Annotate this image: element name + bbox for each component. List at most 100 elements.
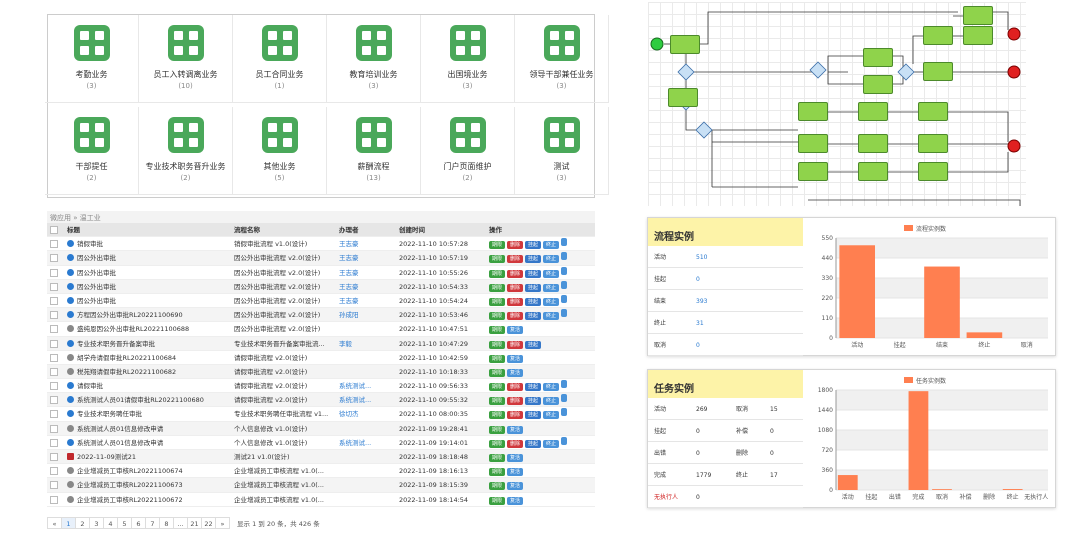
action-button[interactable]: 期限	[489, 468, 506, 477]
business-tile[interactable]: 员工合同业务(1)	[233, 15, 327, 103]
business-tile[interactable]: 出国境业务(3)	[421, 15, 515, 103]
action-button[interactable]	[561, 294, 568, 303]
action-button[interactable]: 删除	[507, 383, 524, 392]
business-tile[interactable]: 领导干部兼任业务(3)	[515, 15, 609, 103]
action-button[interactable]: 挂起	[525, 411, 542, 420]
table-row[interactable]: 系统测试人员01信息修改申请个人信息修改 v1.0(设计)系统测试...2022…	[47, 436, 595, 450]
action-button[interactable]: 删除	[507, 411, 524, 420]
business-tile[interactable]: 员工入转调离业务(10)	[139, 15, 233, 103]
row-checkbox[interactable]	[50, 268, 58, 277]
revive-button[interactable]: 复活	[507, 468, 524, 477]
action-button[interactable]: 挂起	[525, 383, 542, 392]
action-button[interactable]: 期限	[489, 383, 506, 392]
row-checkbox[interactable]	[50, 438, 58, 447]
page-link[interactable]: 4	[103, 517, 118, 529]
action-button[interactable]	[561, 280, 568, 289]
action-button[interactable]	[561, 309, 568, 318]
business-tile[interactable]: 专业技术职务晋升业务(2)	[139, 107, 233, 195]
action-button[interactable]: 期限	[489, 411, 506, 420]
row-checkbox[interactable]	[50, 495, 58, 504]
action-button[interactable]	[561, 266, 568, 275]
action-button[interactable]: 挂起	[525, 297, 542, 306]
business-tile[interactable]: 薪酬流程(13)	[327, 107, 421, 195]
action-button[interactable]: 挂起	[525, 255, 542, 264]
row-checkbox[interactable]	[50, 367, 58, 376]
action-button[interactable]: 期限	[489, 297, 506, 306]
action-button[interactable]: 终止	[543, 297, 560, 306]
page-link[interactable]: 6	[131, 517, 146, 529]
select-all-checkbox[interactable]	[50, 226, 58, 234]
revive-button[interactable]: 复活	[507, 454, 524, 462]
row-checkbox[interactable]	[50, 410, 58, 419]
row-title-cell[interactable]: 系统测试人员01请假审批RL20221100680	[67, 393, 204, 407]
page-link[interactable]: 7	[145, 517, 160, 529]
row-title-cell[interactable]: 系统测试人员01信息修改申请	[67, 436, 163, 450]
row-handler[interactable]: 王志豪	[339, 254, 359, 263]
table-row[interactable]: 请假审批请假审批流程 v2.0(设计)系统测试...2022-11-10 09:…	[47, 379, 595, 394]
action-button[interactable]: 挂起	[525, 283, 542, 292]
page-link[interactable]: 3	[89, 517, 104, 529]
action-button[interactable]: 终止	[543, 312, 560, 321]
row-handler[interactable]: 孙成阳	[339, 311, 359, 320]
action-button[interactable]: 删除	[507, 255, 524, 264]
action-button[interactable]: 删除	[507, 397, 524, 406]
action-button[interactable]: 终止	[543, 411, 560, 420]
revive-button[interactable]: 复活	[507, 425, 524, 434]
action-button[interactable]: 期限	[489, 354, 506, 363]
action-button[interactable]: 挂起	[525, 340, 542, 349]
action-button[interactable]: 期限	[489, 482, 506, 491]
row-checkbox[interactable]	[50, 424, 58, 433]
action-button[interactable]: 期限	[489, 269, 506, 278]
business-tile[interactable]: 干部提任(2)	[45, 107, 139, 195]
row-title-cell[interactable]: 2022-11-09测试21	[67, 450, 136, 464]
action-button[interactable]: 期限	[489, 255, 506, 264]
row-title-cell[interactable]: 因公外出审批	[67, 251, 116, 265]
action-button[interactable]: 删除	[507, 283, 524, 292]
action-button[interactable]: 期限	[489, 312, 506, 321]
row-handler[interactable]: 徐切杰	[339, 410, 359, 419]
page-link[interactable]: 22	[201, 517, 216, 529]
revive-button[interactable]: 复活	[507, 368, 524, 377]
action-button[interactable]: 期限	[489, 241, 506, 250]
action-button[interactable]: 期限	[489, 397, 506, 406]
row-title-cell[interactable]: 企业增减员工审核RL20221100672	[67, 493, 183, 507]
action-button[interactable]: 终止	[543, 283, 560, 292]
page-link[interactable]: 1	[61, 517, 76, 529]
row-title-cell[interactable]: 系统测试人员01信息修改申请	[67, 422, 163, 436]
action-button[interactable]: 删除	[507, 439, 524, 448]
row-handler[interactable]: 系统测试...	[339, 396, 372, 405]
action-button[interactable]	[561, 380, 568, 389]
action-button[interactable]: 挂起	[525, 241, 542, 250]
business-tile[interactable]: 其他业务(5)	[233, 107, 327, 195]
row-title-cell[interactable]: 税苑翔请假审批RL20221100682	[67, 365, 176, 379]
row-title-cell[interactable]: 专业技术职务晋升备案审批	[67, 337, 155, 351]
action-button[interactable]: 删除	[507, 312, 524, 321]
revive-button[interactable]: 复活	[507, 354, 524, 363]
row-title-cell[interactable]: 企业增减员工审核RL20221100673	[67, 478, 183, 492]
action-button[interactable]: 终止	[543, 269, 560, 278]
row-checkbox[interactable]	[50, 396, 58, 405]
business-tile[interactable]: 门户页面维护(2)	[421, 107, 515, 195]
page-link[interactable]: 21	[187, 517, 202, 529]
row-checkbox[interactable]	[50, 325, 58, 334]
action-button[interactable]: 终止	[543, 439, 560, 448]
business-tile[interactable]: 测试(3)	[515, 107, 609, 195]
row-checkbox[interactable]	[50, 481, 58, 490]
row-title-cell[interactable]: 请假审批	[67, 379, 103, 393]
row-checkbox[interactable]	[50, 453, 58, 461]
action-button[interactable]	[561, 238, 568, 247]
action-button[interactable]: 期限	[489, 454, 506, 462]
table-row[interactable]: 系统测试人员01信息修改申请个人信息修改 v1.0(设计)2022-11-09 …	[47, 421, 595, 436]
action-button[interactable]: 终止	[543, 397, 560, 406]
